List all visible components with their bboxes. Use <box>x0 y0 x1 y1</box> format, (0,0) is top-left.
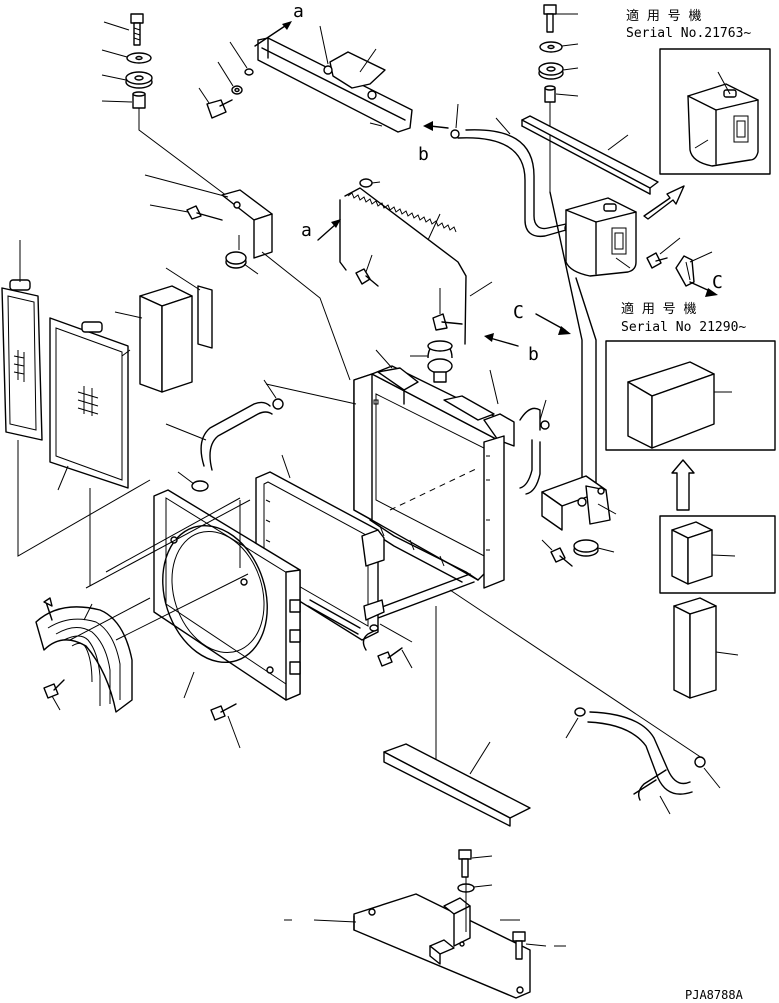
washer-top-left <box>101 49 152 64</box>
marker-c-right: C <box>712 272 723 293</box>
cushion-top-left <box>101 71 153 89</box>
under-cover <box>284 893 531 999</box>
upper-hose <box>165 379 284 492</box>
arrow-a-mid <box>317 219 341 241</box>
reserve-tank <box>565 197 637 277</box>
fan-shroud <box>153 489 301 701</box>
left-bracket <box>144 174 351 381</box>
hardware-stack-right <box>538 4 579 192</box>
marker-a-top: a <box>293 1 304 22</box>
collar-top-left <box>101 91 236 203</box>
tank-mount-rail <box>521 115 659 195</box>
radiator-lower-arm <box>373 573 475 619</box>
stay-rod <box>339 178 493 345</box>
radiator <box>353 349 515 589</box>
marker-b-top: b <box>418 144 429 165</box>
tank-stay-bracket <box>541 191 617 567</box>
upper-cover-plate <box>257 25 413 133</box>
under-cover-hardware <box>457 849 566 960</box>
variant-box-top <box>659 48 771 175</box>
note-top-right-line2: Serial No.21763~ <box>626 26 751 41</box>
tank-clip <box>646 237 713 287</box>
note-mid-right-line2: Serial No 21290~ <box>621 320 746 335</box>
leader-lines <box>85 383 703 766</box>
screen-connectors <box>17 440 151 586</box>
sponge-block <box>114 285 193 393</box>
bolt-top-left <box>103 13 144 46</box>
note-top-right-line1: 適 用 号 機 <box>626 8 701 24</box>
radiator-cap <box>410 340 453 383</box>
fat-arrow-top <box>643 185 685 220</box>
overflow-hose <box>450 103 572 238</box>
arrow-c-right <box>689 281 718 297</box>
screen-small <box>1 240 43 441</box>
variant-box-small <box>659 515 776 594</box>
screen-large <box>49 317 131 491</box>
oil-cooler <box>255 454 385 641</box>
small-bolts-upper <box>198 41 254 119</box>
spare-block-tall <box>673 597 739 699</box>
variant-box-mid <box>605 340 776 451</box>
drain-fitting <box>362 624 413 669</box>
drawing-code: PJA8788A <box>685 988 744 1002</box>
arrow-c-mid <box>535 313 571 335</box>
sponge-sheet <box>165 267 213 349</box>
marker-b-mid: b <box>528 344 539 365</box>
arrow-a-top <box>254 21 292 47</box>
note-mid-right-line1: 適 用 号 機 <box>621 301 696 317</box>
marker-a-mid: a <box>301 220 312 241</box>
lower-hose <box>565 707 721 815</box>
shroud-bolt <box>210 703 241 749</box>
arrow-b-top <box>423 121 449 131</box>
marker-c-mid: C <box>513 302 524 323</box>
bottom-seal-bar <box>383 741 531 827</box>
arrow-b-mid <box>484 333 519 347</box>
fan-guard <box>35 597 151 713</box>
radiator-hose-right <box>489 369 550 495</box>
fat-arrow-mid <box>671 459 695 511</box>
